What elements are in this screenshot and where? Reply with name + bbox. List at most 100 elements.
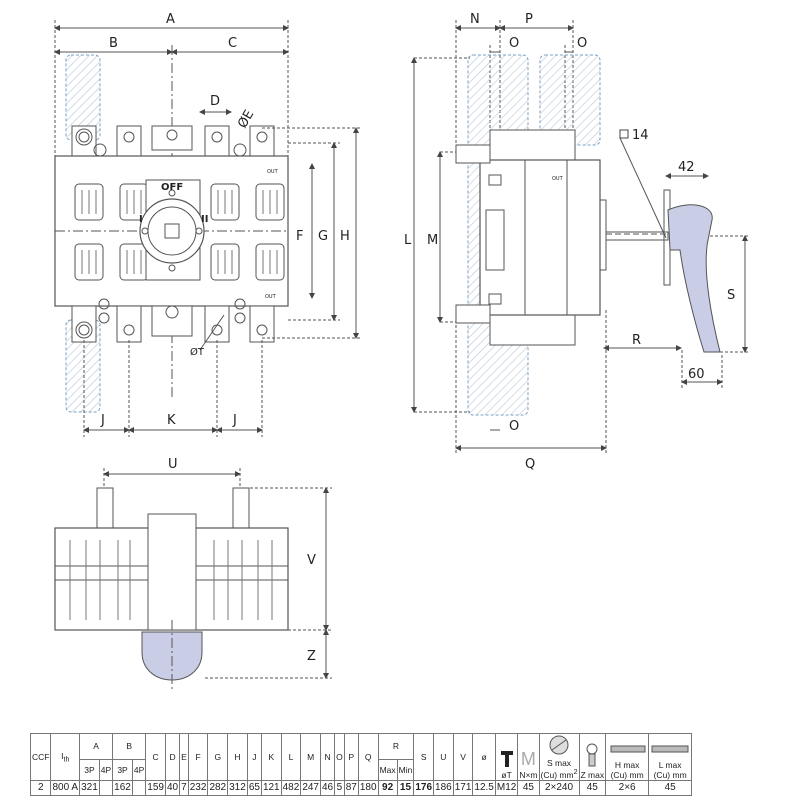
col-phi: ø <box>472 733 496 781</box>
dim-k: K <box>167 413 176 428</box>
dim-q: Q <box>525 457 535 472</box>
bottom-view <box>54 468 332 690</box>
cell-f: 232 <box>187 779 209 796</box>
col-b-3p: 3P <box>112 758 133 781</box>
col-f: F <box>187 733 209 781</box>
col-l: L <box>280 733 302 781</box>
col-s: S <box>413 733 435 781</box>
dim-b: B <box>109 36 118 51</box>
col-u: U <box>433 733 454 781</box>
cell-b3: 162 <box>112 779 133 796</box>
dim-t-label: ØT <box>190 346 205 358</box>
cell-zmax: 45 <box>578 779 607 796</box>
col-h: H <box>227 733 248 781</box>
cell-s: 176 <box>413 779 435 796</box>
cell-lmax: 45 <box>648 779 693 796</box>
col-b-4p: 4P <box>131 758 147 781</box>
dim-j-right: J <box>232 413 237 428</box>
cell-rmin: 15 <box>396 779 415 796</box>
dim-u: U <box>168 457 178 472</box>
col-hmax-unit: (Cu) mm <box>610 769 644 780</box>
cell-g: 282 <box>207 779 229 796</box>
col-smax-unit: (Cu) mm <box>540 769 574 780</box>
col-g: G <box>207 733 229 781</box>
col-d: D <box>164 733 181 781</box>
dim-r: R <box>632 333 641 348</box>
technical-drawing: A B C D ØE F G H J K J ØT OFF I II OUT O… <box>54 12 750 690</box>
position-ii-label: II <box>201 214 208 225</box>
col-k: K <box>260 733 282 781</box>
col-lmax: L max(Cu) mm <box>648 733 693 781</box>
col-j: J <box>246 733 262 781</box>
col-ccf: CCF <box>29 733 52 781</box>
cell-d: 40 <box>164 779 181 796</box>
col-smax-sup: 2 <box>573 768 578 776</box>
col-lmax-unit: (Cu) mm <box>653 769 687 780</box>
cell-e: 7 <box>179 779 189 796</box>
side-view-labels: N P O O L M O Q R S 42 60 14 OUT <box>404 12 735 472</box>
dim-f: F <box>296 229 303 244</box>
cell-a3: 321 <box>79 779 100 796</box>
col-ith: Ith <box>50 733 81 781</box>
dim-h: H <box>340 229 350 244</box>
col-a: A <box>79 733 114 760</box>
dim-n: N <box>470 12 480 27</box>
cable-section-icon <box>549 735 569 755</box>
torque-icon: M <box>520 748 536 769</box>
cell-c: 159 <box>145 779 166 796</box>
dim-s: S <box>727 288 735 303</box>
col-nxm-label: N×m <box>519 769 538 780</box>
cell-phi: 12.5 <box>472 779 496 796</box>
col-zmax: Z max <box>578 733 607 781</box>
col-hmax-label: H max <box>614 759 640 770</box>
table-row: 2 800 A 321 162 159 40 7 232 282 312 65 … <box>29 779 693 796</box>
dim-a: A <box>166 12 175 27</box>
dim-handle-depth: 60 <box>688 367 705 382</box>
col-phi-t: øT <box>494 733 519 781</box>
cell-ccf: 2 <box>29 779 52 796</box>
cell-q: 180 <box>357 779 379 796</box>
off-label: OFF <box>161 182 183 193</box>
cell-k: 121 <box>260 779 282 796</box>
dim-z: Z <box>307 649 316 664</box>
cell-rmax: 92 <box>377 779 398 796</box>
table-header-row-2: 3P 4P 3P 4P Max Min <box>31 758 692 781</box>
table-header-row-1: CCF Ith A B C D E F G H J K L M N O P Q … <box>29 733 693 781</box>
front-view <box>54 20 362 437</box>
col-phi-t-label: øT <box>501 769 512 780</box>
out-label-side: OUT <box>552 176 564 182</box>
cell-l: 482 <box>280 779 302 796</box>
col-n: N <box>319 733 336 781</box>
cell-smax: 2×240 <box>538 779 580 796</box>
dim-shaft: 14 <box>632 128 649 143</box>
cell-o: 5 <box>334 779 345 796</box>
col-v: V <box>452 733 474 781</box>
out-label-top: OUT <box>267 169 279 175</box>
busbar-length-icon <box>651 745 689 753</box>
cell-nxm: 45 <box>517 779 540 796</box>
dim-o-top-left: O <box>509 36 519 51</box>
col-c: C <box>145 733 166 781</box>
dim-o-bottom: O <box>509 419 519 434</box>
bolt-icon <box>500 750 513 767</box>
dim-handle-width: 42 <box>678 160 695 175</box>
cell-b4 <box>131 779 147 796</box>
dim-l: L <box>404 233 412 248</box>
col-q: Q <box>357 733 379 781</box>
dim-j-left: J <box>100 413 105 428</box>
col-r: R <box>377 733 415 760</box>
position-i-label: I <box>139 214 143 225</box>
dim-g: G <box>318 229 328 244</box>
cell-ith: 800 A <box>50 779 81 796</box>
cell-phi-t: M12 <box>494 779 519 796</box>
dim-c: C <box>228 36 237 51</box>
col-ith-sub: th <box>63 755 70 764</box>
col-a-3p: 3P <box>79 758 100 781</box>
col-a-4p: 4P <box>98 758 114 781</box>
col-ith-label: I <box>61 750 64 761</box>
col-hmax: H max(Cu) mm <box>605 733 650 781</box>
front-view-labels: A B C D ØE F G H J K J ØT OFF I II OUT O… <box>100 12 350 428</box>
col-e: E <box>179 733 189 781</box>
square-shaft-icon <box>619 129 629 139</box>
